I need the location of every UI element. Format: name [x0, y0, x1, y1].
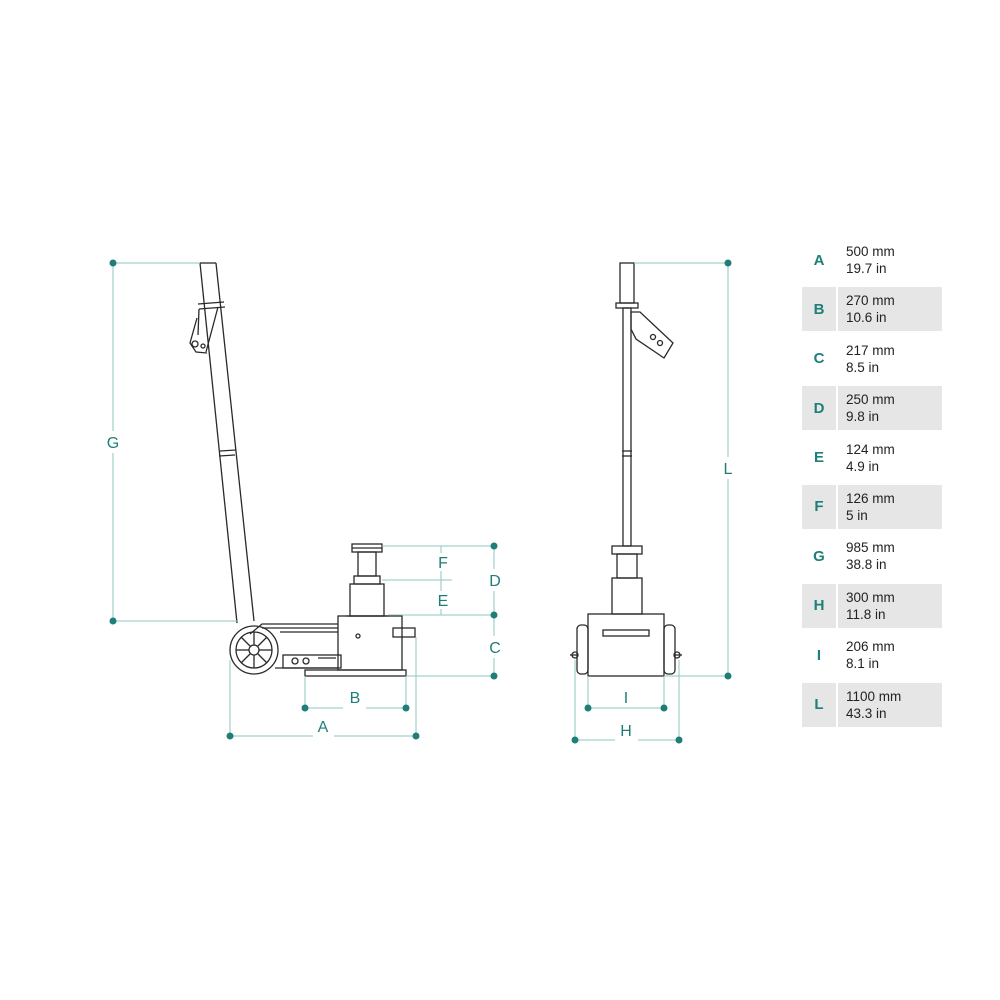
- front-view: [570, 262, 682, 677]
- front-view-dimension-labels: L I H: [620, 461, 732, 740]
- front-view-dimension-dots: [571, 259, 732, 744]
- dimension-metric: 250 mm: [846, 392, 895, 408]
- dimension-imperial: 5 in: [846, 507, 868, 523]
- dimension-label-b: B: [350, 690, 361, 707]
- side-view-handle: [189, 262, 255, 624]
- dimension-imperial: 19.7 in: [846, 261, 887, 276]
- dimension-imperial: 43.3 in: [846, 705, 887, 721]
- dimension-imperial: 9.8 in: [846, 409, 880, 425]
- dimension-values: 500 mm 19.7 in: [838, 238, 942, 282]
- dimension-letter: C: [813, 350, 825, 368]
- dimension-letter: H: [802, 583, 836, 628]
- dimension-metric: 126 mm: [846, 490, 895, 506]
- dimension-imperial: 8.5 in: [846, 359, 880, 375]
- side-view-body: [249, 615, 416, 677]
- dimension-imperial: 38.8 in: [846, 557, 887, 573]
- dimension-imperial: 10.6 in: [846, 310, 887, 326]
- dimension-metric: 1100 mm: [846, 688, 902, 704]
- front-view-dimensions: [574, 262, 729, 741]
- side-view-dimensions: [112, 262, 495, 737]
- side-view-dimension-labels: G F E D C B A: [107, 435, 501, 736]
- dimension-metric: 217 mm: [846, 342, 895, 358]
- dimension-row-a: A 500 mm 19.7 in: [802, 238, 942, 282]
- dimension-label-a: A: [318, 719, 329, 736]
- dimension-letter: F: [802, 484, 836, 529]
- dimension-metric: 500 mm: [846, 244, 895, 259]
- dimension-label-e: E: [438, 593, 449, 610]
- dimension-metric: 300 mm: [846, 589, 895, 605]
- dimension-letter: D: [802, 386, 836, 431]
- dimension-imperial: 4.9 in: [846, 458, 880, 474]
- dimension-label-h: H: [620, 723, 632, 740]
- dimension-imperial: 8.1 in: [846, 656, 880, 672]
- dimension-metric: 985 mm: [846, 540, 895, 556]
- dimension-label-c: C: [489, 640, 501, 657]
- front-view-body: [570, 613, 682, 677]
- side-view: [189, 262, 416, 677]
- side-view-ram: [346, 543, 388, 617]
- dimension-label-i: I: [624, 690, 628, 707]
- dimension-metric: 124 mm: [846, 441, 895, 457]
- side-view-wheel: [229, 625, 279, 675]
- front-view-ram: [611, 545, 643, 615]
- dimension-letter: A: [813, 251, 825, 269]
- dimension-letter: L: [802, 682, 836, 727]
- dimension-metric: 270 mm: [846, 293, 895, 309]
- dimension-metric: 206 mm: [846, 639, 895, 655]
- dimension-imperial: 11.8 in: [846, 606, 886, 622]
- dimension-label-l: L: [724, 461, 733, 478]
- dimension-label-d: D: [489, 573, 501, 590]
- side-view-dimension-dots: [109, 259, 498, 740]
- dimension-label-f: F: [438, 555, 448, 572]
- dimension-letter: B: [802, 287, 836, 332]
- dimension-letter: E: [813, 449, 824, 467]
- dimension-letter: G: [813, 547, 825, 565]
- dimension-label-g: G: [107, 435, 119, 452]
- dimension-letter: I: [816, 646, 822, 664]
- front-view-handle: [615, 262, 674, 547]
